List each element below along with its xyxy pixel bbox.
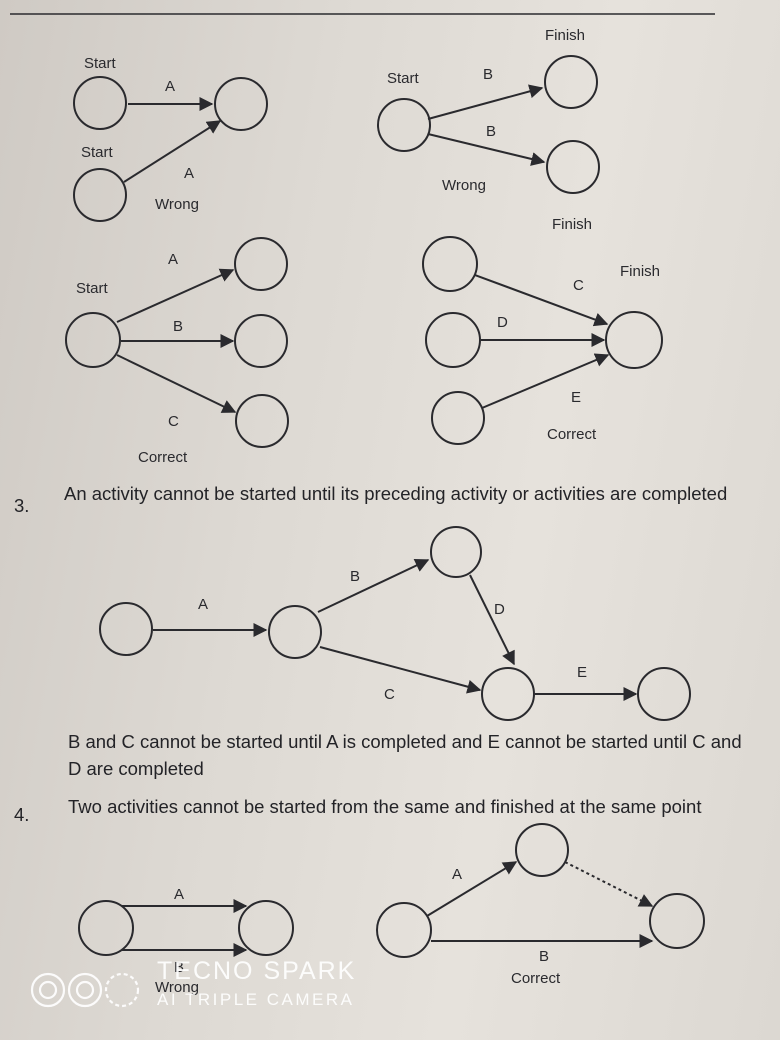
- caption-wrong: Wrong: [442, 177, 486, 194]
- edge-label-e: E: [577, 664, 587, 681]
- caption-wrong: Wrong: [155, 979, 199, 996]
- node: [234, 237, 288, 291]
- activity-arrow-b: [427, 133, 546, 166]
- node: [73, 168, 127, 222]
- caption-correct: Correct: [138, 449, 188, 466]
- caption-correct: Correct: [547, 426, 597, 443]
- node: [214, 77, 268, 131]
- camera-watermark: TECNO SPARK AI TRIPLE CAMERA: [25, 957, 357, 1010]
- node: [637, 667, 691, 721]
- edge-label-c: C: [573, 277, 584, 294]
- activity-arrow-d: [469, 574, 515, 666]
- activity-arrow-b: [427, 84, 544, 120]
- activity-arrow-c: [116, 354, 237, 413]
- node: [544, 55, 598, 109]
- node: [73, 76, 127, 130]
- activity-arrow-b: [317, 559, 430, 613]
- edge-label-e: E: [571, 389, 581, 406]
- activity-arrow-a: [123, 120, 222, 183]
- caption-wrong: Wrong: [155, 196, 199, 213]
- edge-label-c: C: [168, 413, 179, 430]
- edge-label-b: B: [483, 66, 493, 83]
- node: [430, 526, 482, 578]
- edge-label-b: B: [486, 123, 496, 140]
- node: [605, 311, 663, 369]
- node: [234, 314, 288, 368]
- node: [268, 605, 322, 659]
- edge-label-b: B: [173, 318, 183, 335]
- rule-statement: Two activities cannot be started from th…: [68, 796, 702, 817]
- caption-correct: Correct: [511, 970, 561, 987]
- node: [376, 902, 432, 958]
- node: [425, 312, 481, 368]
- rule-number: 3.: [14, 495, 30, 516]
- rule-explanation: B and C cannot be started until A is com…: [68, 731, 742, 779]
- edge-label-a: A: [184, 165, 194, 182]
- node: [431, 391, 485, 445]
- node-label-finish: Finish: [545, 27, 585, 44]
- node: [78, 900, 134, 956]
- node-label-finish: Finish: [620, 263, 660, 280]
- node: [546, 140, 600, 194]
- activity-arrow-a: [116, 268, 235, 323]
- node: [481, 667, 535, 721]
- rule-number: 4.: [14, 804, 30, 825]
- node: [235, 394, 289, 448]
- node: [649, 893, 705, 949]
- node-label-start: Start: [84, 55, 117, 72]
- node-label-start: Start: [387, 70, 420, 87]
- node: [65, 312, 121, 368]
- node-label-start: Start: [81, 144, 114, 161]
- edge-label-d: D: [494, 601, 505, 618]
- edge-label-d: D: [497, 314, 508, 331]
- activity-arrow-c: [474, 274, 609, 327]
- edge-label-a: A: [174, 886, 184, 903]
- watermark-subtitle: AI TRIPLE CAMERA: [157, 989, 355, 1009]
- rule-statement: An activity cannot be started until its …: [64, 483, 728, 504]
- edge-label-a: A: [165, 78, 175, 95]
- edge-label-a: A: [452, 866, 462, 883]
- node: [515, 823, 569, 877]
- activity-arrow-e: [481, 353, 610, 409]
- node-label-finish: Finish: [552, 216, 592, 233]
- node: [99, 602, 153, 656]
- edge-label-c: C: [384, 686, 395, 703]
- camera-lens-icon: [30, 972, 140, 1008]
- activity-arrow-a: [426, 861, 518, 917]
- edge-label-a: A: [168, 251, 178, 268]
- edge-label-b: B: [539, 948, 549, 965]
- node: [377, 98, 431, 152]
- edge-label-b: B: [174, 959, 184, 976]
- dummy-activity-arrow: [564, 861, 654, 907]
- node: [422, 236, 478, 292]
- watermark-brand: TECNO SPARK: [157, 957, 357, 985]
- node-label-start: Start: [76, 280, 109, 297]
- edge-label-a: A: [198, 596, 208, 613]
- activity-arrow-c: [319, 646, 482, 694]
- edge-label-b: B: [350, 568, 360, 585]
- node: [238, 900, 294, 956]
